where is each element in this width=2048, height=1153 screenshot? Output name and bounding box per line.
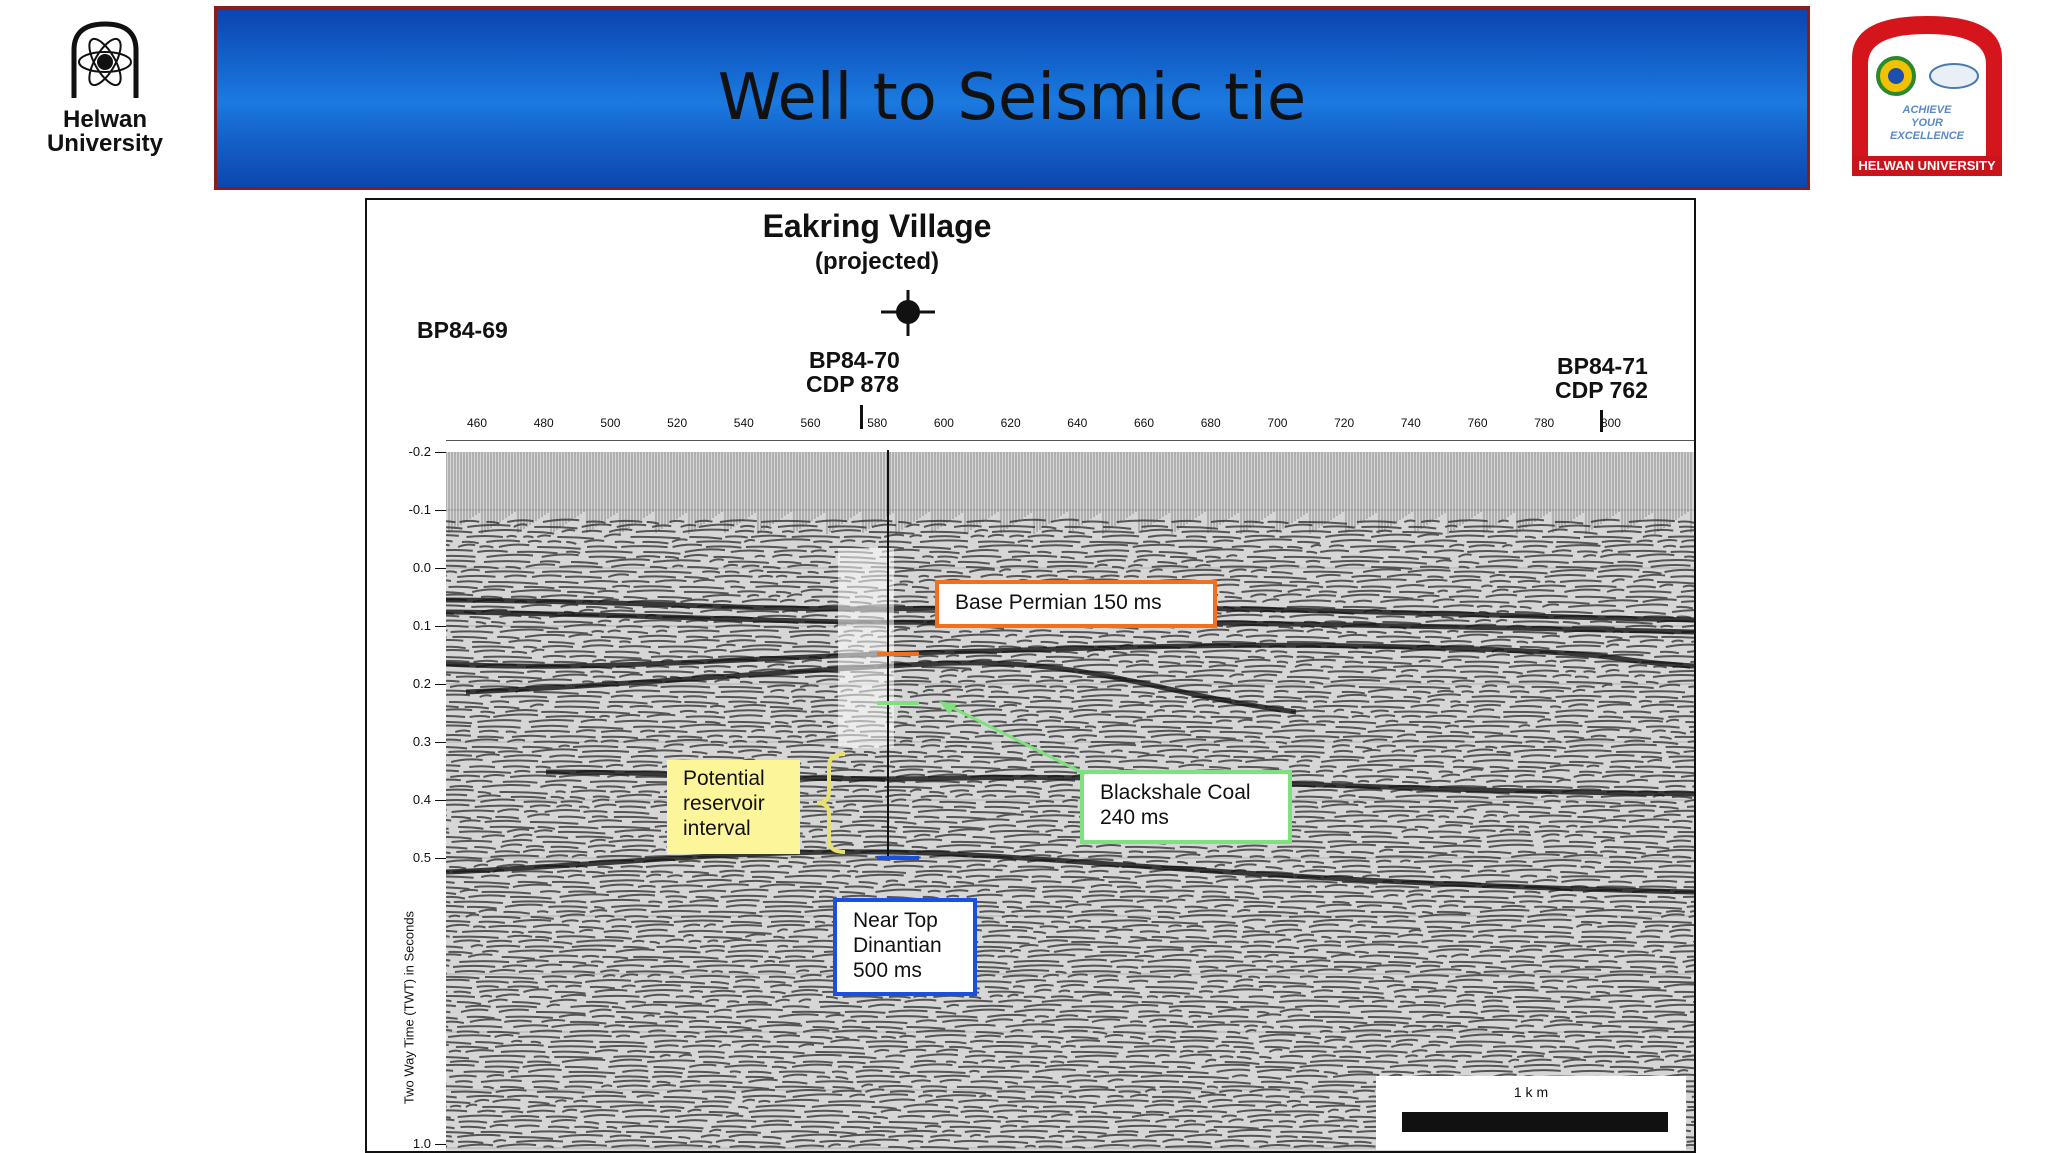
logo-text-3: EXCELLENCE (1890, 130, 1964, 142)
cdp-tick-label: 780 (1534, 416, 1555, 430)
scale-bar-label: 1 k m (1513, 1084, 1549, 1100)
seismic-figure: Eakring Village (projected) BP84-69 BP84… (365, 198, 1696, 1153)
logo-line1: Helwan (62, 106, 148, 133)
line-label-bp84-70: BP84-70 (809, 347, 900, 373)
cdp-tick-label: 560 (800, 416, 821, 430)
logo-ribbon: HELWAN UNIVERSITY (1858, 158, 1996, 173)
slide-title: Well to Seismic tie (717, 61, 1307, 135)
time-tick-mark (435, 684, 449, 685)
cdp-tick-label: 540 (733, 416, 754, 430)
dinantian-marker (877, 856, 919, 860)
logo-line2: University (46, 130, 164, 157)
time-tick-mark (435, 1144, 449, 1145)
base-permian-marker (877, 652, 919, 656)
helwan-university-logo: Helwan University (30, 20, 180, 170)
reservoir-callout: Potential reservoir interval (667, 760, 800, 854)
cdp-tick-label: 760 (1467, 416, 1488, 430)
dinantian-line2: Dinantian (853, 934, 942, 957)
tie-marker-bp84-70 (860, 405, 863, 429)
blackshale-line2: 240 ms (1100, 806, 1169, 829)
seismic-strong-reflector (446, 642, 1694, 669)
blackshale-line1: Blackshale Coal (1100, 781, 1251, 804)
cdp-tick-label: 580 (867, 416, 888, 430)
tie-marker-bp84-71 (1600, 410, 1603, 432)
cdp-label-762: CDP 762 (1555, 377, 1648, 403)
well-location-icon (881, 290, 935, 336)
line-label-bp84-69: BP84-69 (417, 317, 508, 343)
seismic-section (446, 452, 1694, 1151)
cdp-tick-label: 740 (1400, 416, 1421, 430)
cdp-tick-label: 460 (467, 416, 488, 430)
seismic-strong-reflector (446, 849, 1694, 895)
reservoir-line1: Potential (683, 767, 765, 790)
time-tick-label: 0.5 (412, 850, 431, 865)
time-tick-mark (435, 858, 449, 859)
time-tick-mark (435, 510, 449, 511)
figure-title: Eakring Village (762, 208, 992, 244)
cdp-tick-label: 640 (1067, 416, 1088, 430)
well-synthetic-panel (838, 548, 894, 748)
cdp-tick-label: 680 (1200, 416, 1221, 430)
cdp-tick-label: 500 (600, 416, 621, 430)
scale-bar: 1 k m (1376, 1076, 1686, 1150)
aapg-seg-emblem-icon (1852, 16, 2002, 176)
blackshale-callout: Blackshale Coal 240 ms (1080, 770, 1292, 844)
reservoir-line3: interval (683, 817, 751, 840)
time-tick-mark (435, 452, 449, 453)
time-tick-label: 0.1 (412, 618, 431, 633)
cdp-tick-label: 480 (533, 416, 554, 430)
scale-bar-bar (1402, 1112, 1668, 1132)
line-label-bp84-71: BP84-71 (1557, 353, 1648, 379)
reservoir-line2: reservoir (683, 792, 765, 815)
cdp-label-878: CDP 878 (806, 371, 899, 397)
cdp-tick-label: 700 (1267, 416, 1288, 430)
time-tick-label: -0.1 (408, 502, 431, 517)
dinantian-line3: 500 ms (853, 959, 922, 982)
time-tick-label: 0.2 (412, 676, 431, 691)
figure-subtitle: (projected) (814, 248, 939, 275)
time-tick-mark (435, 626, 449, 627)
y-axis-label: Two Way Time (TWT) in Seconds (401, 910, 417, 1105)
time-tick-mark (435, 742, 449, 743)
cdp-tick-label: 600 (933, 416, 954, 430)
atom-arch-icon (71, 21, 139, 98)
reservoir-brace (816, 752, 846, 854)
cdp-axis-line (446, 440, 1694, 441)
time-tick-label: -0.2 (408, 444, 431, 459)
seismic-trace-zone (446, 452, 1692, 534)
blackshale-marker (877, 701, 919, 705)
time-tick-label: 0.0 (412, 560, 431, 575)
blackshale-leader-arrow (939, 701, 1086, 776)
logo-text-1: ACHIEVE (1902, 104, 1952, 116)
time-tick-label: 1.0 (412, 1136, 431, 1151)
time-tick-label: 0.3 (412, 734, 431, 749)
cdp-tick-label: 620 (1000, 416, 1021, 430)
time-tick-mark (435, 568, 449, 569)
aapg-seg-logo: ACHIEVE YOUR EXCELLENCE HELWAN UNIVERSIT… (1838, 8, 2016, 180)
cdp-tick-label: 800 (1600, 416, 1621, 430)
dinantian-line1: Near Top (853, 909, 938, 932)
title-banner: Well to Seismic tie (214, 6, 1810, 190)
cdp-tick-label: 720 (1334, 416, 1355, 430)
logo-text-2: YOUR (1911, 117, 1943, 129)
dinantian-callout: Near Top Dinantian 500 ms (833, 898, 977, 996)
cdp-tick-label: 520 (667, 416, 688, 430)
cdp-tick-label: 660 (1134, 416, 1155, 430)
time-tick-label: 0.4 (412, 792, 431, 807)
base-permian-callout: Base Permian 150 ms (935, 580, 1217, 628)
time-tick-mark (435, 800, 449, 801)
